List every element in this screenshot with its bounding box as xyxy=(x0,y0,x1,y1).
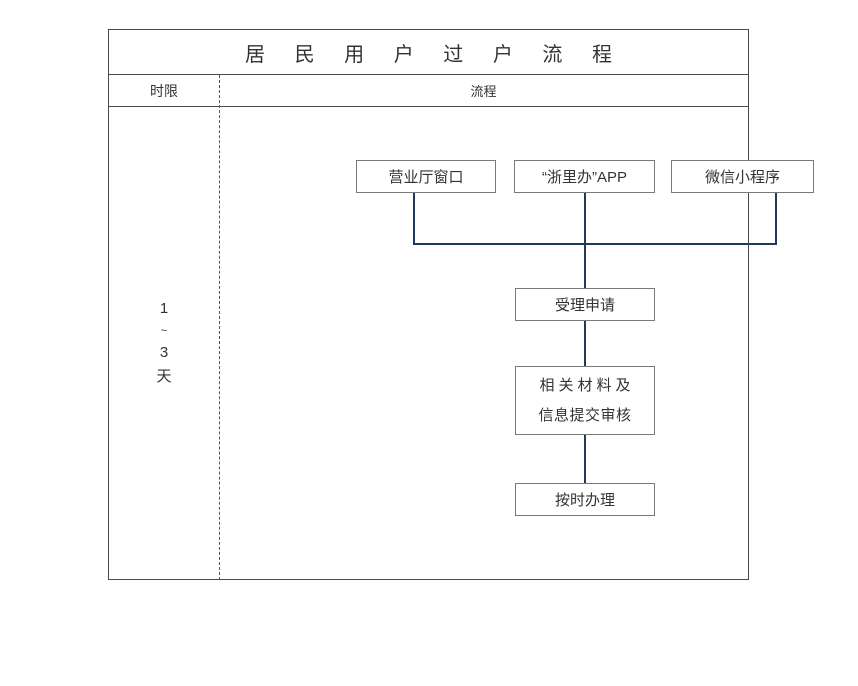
table-header-row: 时限 流程 xyxy=(109,75,748,107)
flow-node-zhelib-app[interactable]: “浙里办”APP xyxy=(514,160,655,193)
flow-node-wechat-miniprogram[interactable]: 微信小程序 xyxy=(671,160,814,193)
flow-node-label: 营业厅窗口 xyxy=(388,169,464,186)
column-header-time-limit: 时限 xyxy=(150,82,178,99)
flow-node-label: “浙里办”APP xyxy=(541,169,627,186)
connector-materials-to-handle xyxy=(584,435,586,483)
flow-node-label-line-2: 信息提交审核 xyxy=(538,406,632,424)
flow-node-service-hall[interactable]: 营业厅窗口 xyxy=(356,160,496,193)
flow-node-label: 微信小程序 xyxy=(704,169,780,186)
flow-node-accept-application[interactable]: 受理申请 xyxy=(515,288,655,321)
flow-diagram-area: 营业厅窗口 “浙里办”APP 微信小程序 受理申请 相关材料及 信息提交审核 按… xyxy=(219,107,814,579)
table-title-row: 居 民 用 户 过 户 流 程 xyxy=(109,30,748,75)
flow-node-label: 按时办理 xyxy=(554,492,615,509)
column-divider-dashed xyxy=(219,75,220,580)
flow-node-label-line-1: 相关材料及 xyxy=(539,376,635,394)
flow-node-process-on-time[interactable]: 按时办理 xyxy=(515,483,655,516)
connector-merge-bus xyxy=(413,243,777,245)
column-header-process: 流程 xyxy=(470,84,497,99)
connector-hall-down xyxy=(413,193,415,245)
time-limit-unit: 天 xyxy=(156,368,172,385)
process-flow-table: 居 民 用 户 过 户 流 程 时限 流程 1 ~ 3 天 营业厅窗口 “浙里办… xyxy=(108,29,814,580)
page-title: 居 民 用 户 过 户 流 程 xyxy=(245,43,624,66)
time-limit-to: 3 xyxy=(159,344,169,361)
flow-node-submit-materials[interactable]: 相关材料及 信息提交审核 xyxy=(515,366,655,435)
time-limit-tilde: ~ xyxy=(160,325,168,337)
time-limit-from: 1 xyxy=(159,300,169,317)
connector-accept-to-materials xyxy=(584,321,586,366)
time-limit-value: 1 ~ 3 天 xyxy=(109,107,219,579)
connector-bus-to-accept xyxy=(584,243,586,288)
connector-app-down xyxy=(584,193,586,245)
connector-wechat-down xyxy=(775,193,777,245)
flow-node-label: 受理申请 xyxy=(554,297,615,314)
